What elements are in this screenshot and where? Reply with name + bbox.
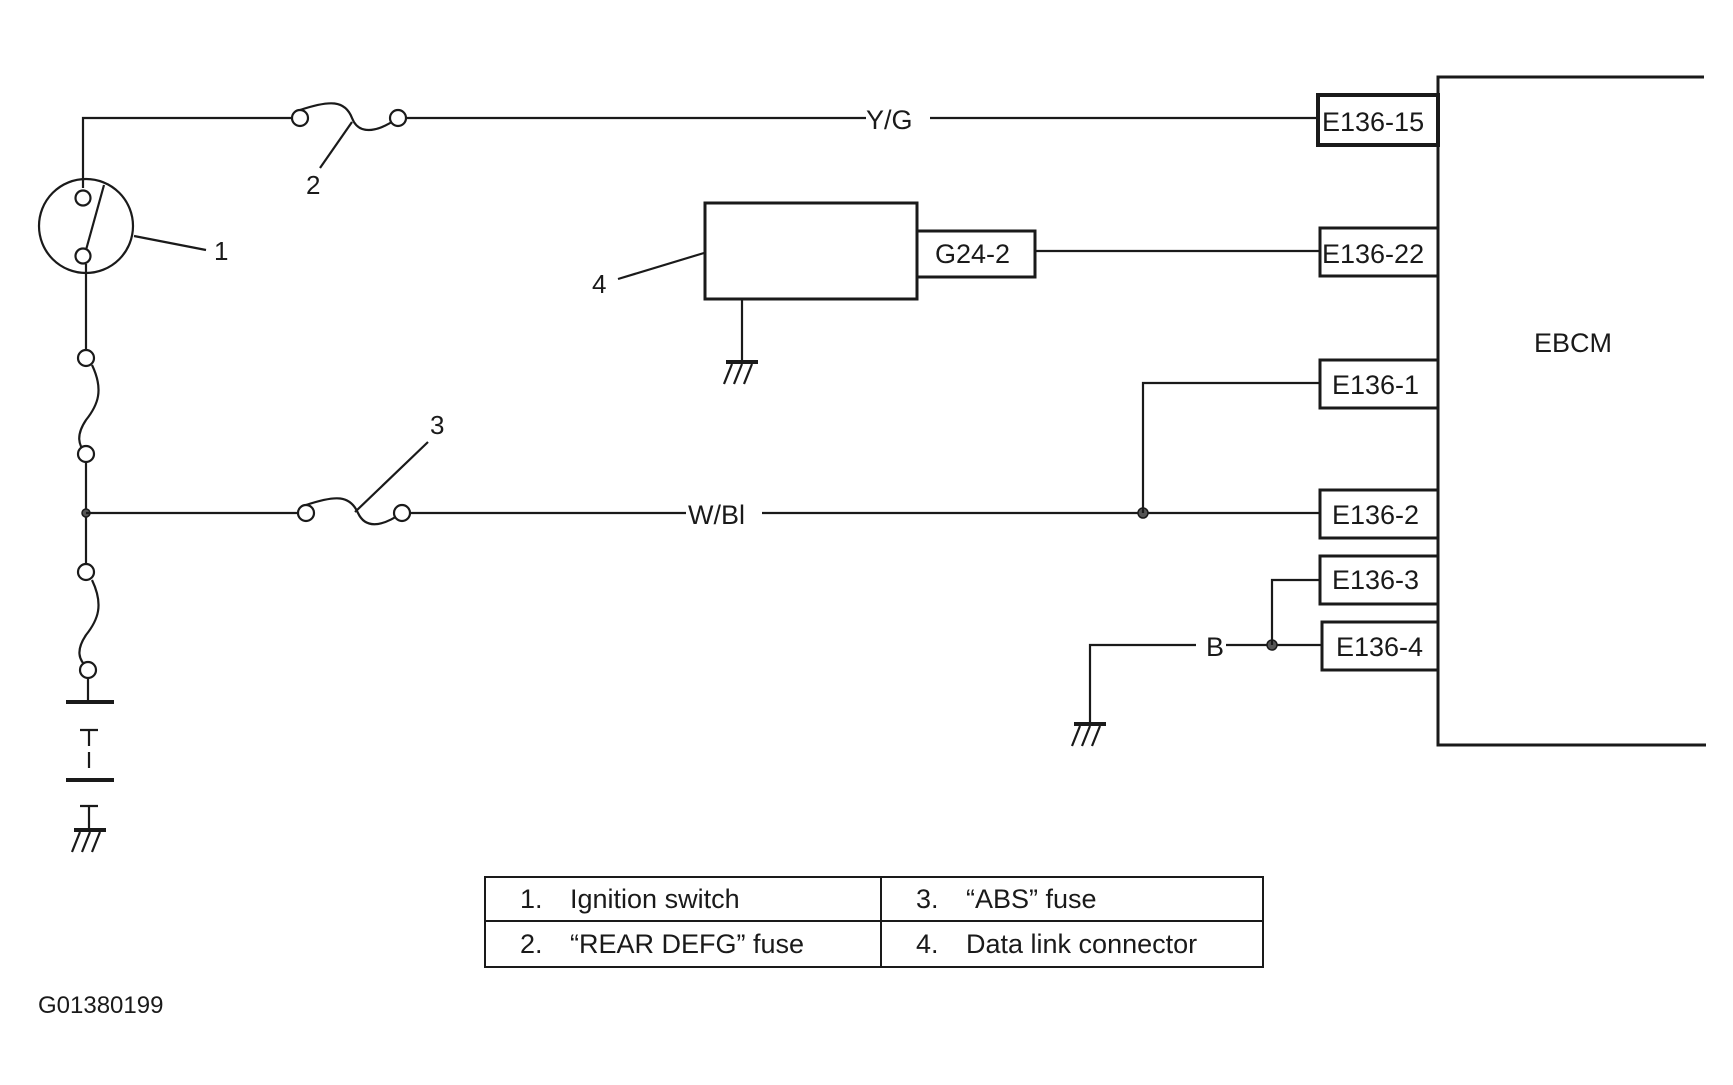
callout-2-leader <box>319 121 353 169</box>
b-ground-icon <box>1070 722 1106 747</box>
g24-2-connector <box>915 229 1037 279</box>
callout-4-leader <box>617 251 705 281</box>
fuse-3-terminal-right <box>392 503 412 523</box>
e136-4-connector <box>1320 620 1440 672</box>
legend-text: Ignition switch <box>570 883 740 914</box>
ground-icon <box>70 828 106 853</box>
legend-cell: 2. “REAR DEFG” fuse <box>486 922 882 966</box>
e136-15-connector <box>1316 93 1440 147</box>
fuse-upper-terminal-top <box>76 348 96 368</box>
legend-text: Data link connector <box>966 928 1198 959</box>
e136-1-branch-wire <box>1141 381 1320 513</box>
fuse-upper-element <box>78 364 100 455</box>
e136-2-connector <box>1318 488 1440 540</box>
e136-1-label: E136-1 <box>1332 370 1419 400</box>
fuse-2-terminal-left <box>290 108 310 128</box>
callout-4: 4 <box>592 269 606 299</box>
callout-3: 3 <box>430 410 444 440</box>
fuse-lower-terminal-bottom <box>78 660 98 680</box>
fuse-2-element <box>299 102 399 132</box>
callout-2: 2 <box>306 170 320 200</box>
callout-1: 1 <box>214 236 228 266</box>
e136-15-label: E136-15 <box>1322 107 1424 137</box>
ebcm-outline <box>1436 75 1706 747</box>
e136-4-label: E136-4 <box>1336 632 1423 662</box>
fuse-3-terminal-left <box>296 503 316 523</box>
fuse-upper-terminal-bottom <box>76 444 96 464</box>
legend-number: 1. <box>520 883 543 914</box>
figure-id: G01380199 <box>38 992 164 1019</box>
callout-1-leader <box>133 234 207 252</box>
legend-number: 2. <box>520 928 543 959</box>
ignition-switch-blade <box>84 184 106 251</box>
ignition-switch-contact-bottom <box>74 247 92 265</box>
ignition-feed-wire <box>81 116 300 188</box>
fuse-lower-element <box>78 579 100 669</box>
legend-cell: 4. Data link connector <box>882 922 1262 966</box>
yg-wire-label: Y/G <box>866 105 913 135</box>
dlc-ground-icon <box>722 360 758 385</box>
battery-icon <box>66 700 114 828</box>
e136-2-label: E136-2 <box>1332 500 1419 530</box>
fuse-lower-terminal-top <box>76 562 96 582</box>
e136-22-label: E136-22 <box>1322 239 1424 269</box>
e136-22-connector <box>1318 226 1440 278</box>
data-link-connector-box <box>703 201 919 301</box>
b-ground-wire-left <box>1088 643 1196 722</box>
g24-2-label: G24-2 <box>935 239 1010 269</box>
e136-3-label: E136-3 <box>1332 565 1419 595</box>
legend-text: “REAR DEFG” fuse <box>570 928 805 959</box>
legend-cell: 3. “ABS” fuse <box>882 878 1262 922</box>
b-wire-label: B <box>1206 632 1224 662</box>
legend-cell: 1. Ignition switch <box>486 878 882 922</box>
e136-3-connector <box>1318 554 1440 606</box>
e136-3-branch-wire <box>1270 578 1320 645</box>
legend-number: 4. <box>916 928 939 959</box>
legend-table: 1. Ignition switch 3. “ABS” fuse 2. “REA… <box>484 876 1264 968</box>
callout-3-leader <box>354 441 429 513</box>
ebcm-label: EBCM <box>1534 328 1612 358</box>
legend-text: “ABS” fuse <box>966 883 1097 914</box>
fuse-3-element <box>305 497 403 526</box>
fuse-2-terminal-right <box>388 108 408 128</box>
wbl-wire-label: W/Bl <box>688 500 745 530</box>
ignition-switch-contact-top <box>74 189 92 207</box>
e136-1-connector <box>1318 358 1440 410</box>
legend-number: 3. <box>916 883 939 914</box>
